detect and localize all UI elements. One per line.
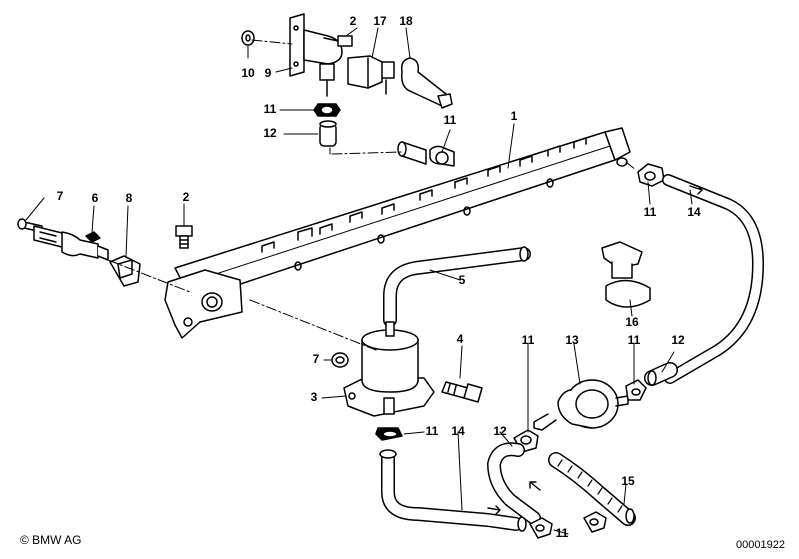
hose-clamp-bottom-right: [583, 511, 607, 533]
cold-start-valve: [289, 13, 343, 97]
label-part-11-mid: 11: [522, 333, 535, 347]
hose-clamp-reg-right: [625, 379, 647, 401]
rubber-boot: [400, 57, 453, 109]
label-part-5: 5: [459, 273, 466, 287]
label-part-11-right: 11: [644, 205, 657, 219]
label-part-8: 8: [126, 191, 133, 205]
bracket-clip: [601, 241, 651, 308]
label-part-2-top: 2: [350, 14, 357, 28]
hose-to-filter: [383, 246, 531, 327]
bolt-filter: [441, 381, 483, 403]
label-part-18: 18: [399, 14, 413, 28]
label-part-7-left: 7: [57, 189, 64, 203]
return-hose-bottom: [379, 449, 527, 532]
fuel-pressure-damper: [343, 321, 435, 417]
washer-top: [241, 30, 255, 46]
bolt-left: [175, 225, 193, 249]
hose-clamp-right-upper: [637, 163, 665, 187]
plug-connector: [347, 55, 395, 95]
hose-clamp-filter: [375, 427, 403, 441]
hose-clamp-bottom-left: [529, 517, 553, 539]
part-number-labels: 1 2 2 3 4 5 6 7 7 8 9 10 11 11 11 11 11 …: [57, 14, 701, 540]
fuel-injector: [23, 221, 109, 261]
label-part-17: 17: [373, 14, 387, 28]
label-part-11-rail: 11: [444, 113, 457, 127]
o-ring-filter: [331, 352, 349, 368]
rail-pipe-center: [397, 141, 455, 167]
label-part-11-filter: 11: [426, 424, 439, 438]
label-part-10: 10: [241, 66, 255, 80]
label-part-9: 9: [265, 66, 272, 80]
label-part-14-right: 14: [687, 205, 701, 219]
injector-clip: [109, 255, 141, 287]
label-part-15: 15: [621, 474, 635, 488]
label-part-7-filter: 7: [313, 352, 320, 366]
hose-lower-left: [487, 442, 541, 525]
bolt-top: [323, 35, 353, 47]
label-part-11-bottom: 11: [556, 526, 569, 540]
pressure-regulator: [533, 379, 629, 431]
leader-lines: [25, 27, 693, 535]
label-part-12-lower: 12: [493, 424, 507, 438]
fuel-rail: [164, 127, 631, 339]
hose-piece-right: [644, 362, 678, 386]
label-part-3: 3: [311, 390, 318, 404]
label-part-12-top: 12: [263, 126, 277, 140]
fuel-hose-right: [662, 174, 764, 384]
label-part-4: 4: [457, 332, 464, 346]
label-part-11-reg: 11: [628, 333, 641, 347]
hose-striped: [548, 452, 636, 526]
o-ring-left: [17, 218, 27, 230]
label-part-2-left: 2: [183, 190, 190, 204]
label-part-1: 1: [511, 109, 518, 123]
copyright-notice: © BMW AG: [20, 533, 82, 547]
alignment-lines: [107, 39, 637, 351]
hose-piece-top: [319, 120, 337, 147]
document-number: 00001922: [736, 539, 785, 551]
label-part-14-bottom: 14: [451, 424, 465, 438]
label-part-12-right: 12: [671, 333, 685, 347]
label-part-13: 13: [565, 333, 579, 347]
label-part-11-top: 11: [264, 102, 277, 116]
label-part-16: 16: [625, 315, 639, 329]
label-part-6: 6: [92, 191, 99, 205]
